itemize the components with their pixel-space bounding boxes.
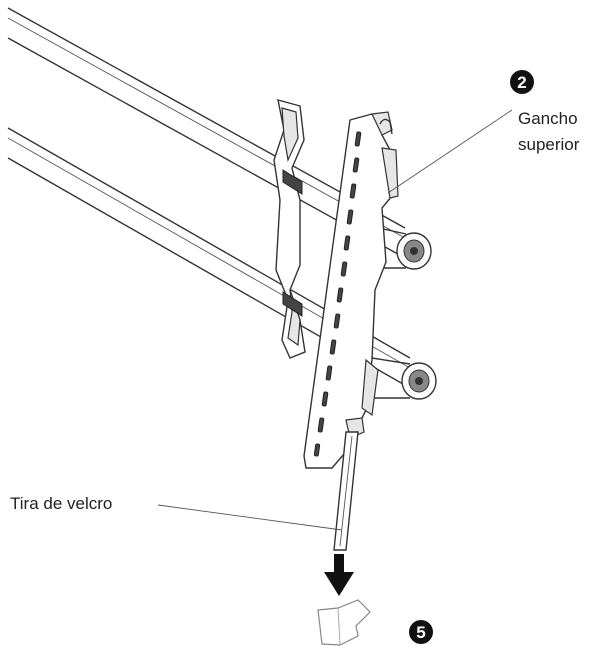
upper-hook-leader-line (387, 109, 513, 194)
callout-velcro: Tira de velcro (10, 494, 343, 531)
front-slotted-bracket (303, 111, 399, 469)
callout-upper-hook: 2 Gancho superior (387, 70, 580, 194)
down-arrow-icon (324, 554, 354, 596)
callout-step5: 5 (409, 620, 433, 644)
upper-hook-label-line2: superior (518, 135, 580, 154)
velcro-leader-line (157, 504, 343, 531)
velcro-label: Tira de velcro (10, 494, 112, 513)
upper-hook-label-line1: Gancho (518, 109, 578, 128)
velcro-tab-shape (317, 599, 371, 646)
velcro-strap (333, 431, 359, 551)
bracket-slots (313, 131, 362, 457)
upper-hook-number: 2 (517, 73, 526, 92)
back-bracket (273, 99, 306, 359)
callout-number-badge (409, 620, 433, 644)
step5-number: 5 (416, 623, 425, 642)
rail-end-cap-lower (371, 357, 437, 400)
callout-number-badge (510, 70, 534, 94)
